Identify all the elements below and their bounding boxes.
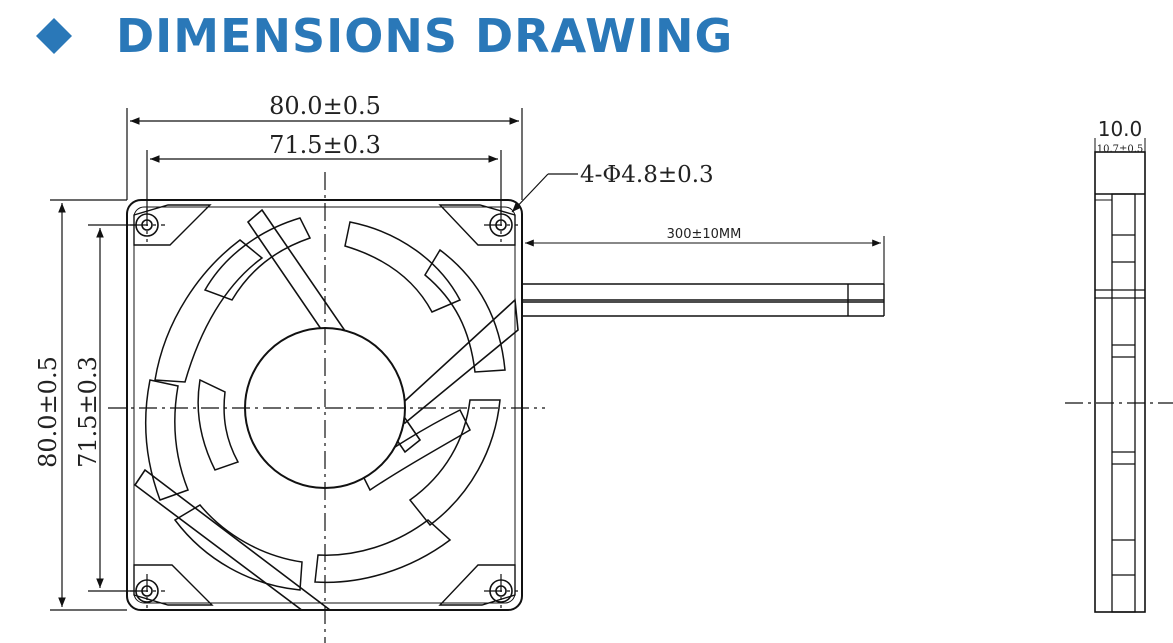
fan-front-view	[50, 108, 885, 643]
page-title: DIMENSIONS DRAWING	[116, 9, 734, 63]
centerlines	[108, 172, 545, 643]
fan-side-view	[1065, 138, 1173, 613]
dim-overall-width	[126, 108, 523, 200]
overall-height-label: 80.0±0.5	[34, 356, 62, 468]
mounting-holes-label: 4-Φ4.8±0.3	[580, 162, 714, 188]
dim-lead-length	[521, 236, 885, 290]
dim-hole-pitch-width	[146, 150, 502, 214]
hole-pitch-height-label: 71.5±0.3	[74, 356, 102, 468]
thickness-sub-label: 10.7±0.5	[1097, 144, 1144, 155]
corner-brackets	[133, 204, 516, 606]
dim-overall-height	[50, 199, 127, 611]
fan-blades	[144, 217, 506, 591]
lead-wires	[522, 283, 885, 317]
holes-leader	[511, 173, 578, 213]
diamond-icon	[36, 18, 72, 54]
lead-length-label: 300±10MM	[667, 227, 742, 242]
thickness-label: 10.0	[1098, 117, 1143, 141]
header: DIMENSIONS DRAWING	[0, 0, 1173, 75]
dim-hole-pitch-height	[88, 224, 136, 592]
hole-pitch-width-label: 71.5±0.3	[269, 131, 381, 159]
side-outline	[1094, 151, 1146, 613]
overall-width-label: 80.0±0.5	[269, 92, 381, 120]
